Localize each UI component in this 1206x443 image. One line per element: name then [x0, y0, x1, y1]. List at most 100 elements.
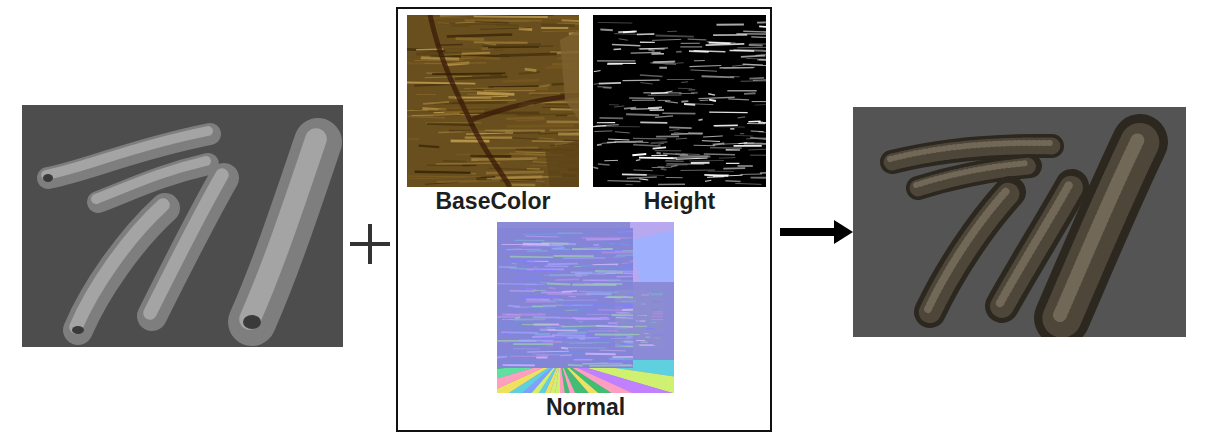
texture-streak [438, 22, 450, 24]
normal-streak [538, 313, 543, 314]
normal-streak [506, 314, 521, 316]
normal-streak [627, 294, 633, 295]
normal-streak [531, 279, 540, 281]
normal-streak [651, 322, 657, 323]
normal-streak [586, 293, 611, 296]
height-scratch [665, 91, 673, 92]
height-scratch [619, 39, 628, 40]
normal-streak [557, 341, 597, 343]
texture-streak [452, 25, 470, 26]
normal-streak [502, 244, 531, 245]
normal-streak [558, 300, 597, 301]
height-scratch [737, 47, 766, 49]
height-scratch [753, 79, 766, 80]
normal-streak [507, 362, 546, 363]
normal-streak [607, 237, 633, 239]
height-scratch [698, 119, 702, 121]
result-arrow [780, 220, 853, 244]
normal-streak [532, 306, 556, 308]
height-scratch [705, 180, 711, 181]
height-scratch [741, 56, 766, 57]
height-scratch [648, 94, 682, 95]
height-scratch [631, 108, 659, 110]
texture-streak [542, 30, 579, 32]
height-scratch [656, 35, 694, 36]
normal-streak [636, 340, 645, 341]
height-scratch [700, 100, 709, 102]
normal-streak [579, 291, 618, 293]
texture-streak [477, 93, 514, 94]
height-scratch [640, 121, 667, 123]
texture-streak [455, 77, 507, 79]
normal-streak [641, 342, 648, 343]
height-scratch [651, 53, 664, 55]
height-scratch [633, 145, 660, 146]
height-scratch [636, 160, 640, 161]
normal-streak [528, 310, 550, 311]
normal-streak [613, 256, 624, 257]
normal-streak [515, 278, 541, 280]
texture-map-tile: Normal [497, 222, 674, 420]
texture-streak [462, 102, 505, 103]
height-scratch [724, 67, 755, 69]
height-scratch [730, 128, 734, 129]
texture-streak [509, 183, 535, 186]
height-scratch [650, 109, 664, 111]
texture-streak [419, 146, 440, 147]
height-scratch [653, 61, 676, 64]
normal-streak [526, 236, 559, 238]
texture-map-tile: BaseColor [407, 15, 579, 214]
height-scratch [597, 87, 611, 88]
height-scratch [624, 108, 636, 109]
height-scratch [727, 90, 756, 91]
normal-streak [622, 326, 629, 327]
height-scratch [703, 136, 723, 137]
height-scratch [640, 41, 655, 43]
height-scratch [652, 39, 681, 40]
map-name-label: Height [593, 188, 766, 214]
texture-group-frame [397, 8, 771, 431]
height-scratch [708, 171, 734, 172]
normal-patch [630, 222, 674, 282]
height-scratch [748, 148, 766, 150]
height-scratch [594, 83, 599, 85]
texture-streak [539, 138, 555, 139]
normal-streak [631, 334, 640, 335]
normal-streak [607, 267, 633, 269]
normal-region [497, 228, 633, 368]
texture-streak [407, 109, 438, 110]
height-scratch [734, 135, 753, 137]
normal-streak [547, 345, 553, 346]
height-scratch [740, 174, 762, 175]
normal-streak [622, 341, 633, 342]
normal-streak [544, 275, 585, 276]
height-scratch [689, 160, 724, 162]
normal-streak [565, 310, 577, 311]
height-scratch [694, 145, 716, 147]
normal-streak [652, 316, 663, 317]
normal-streak [599, 350, 625, 352]
normal-streak [503, 269, 521, 270]
height-scratch [691, 162, 710, 164]
height-scratch [639, 48, 665, 50]
textured-model-render [853, 107, 1186, 337]
normal-streak [545, 265, 569, 267]
height-scratch [740, 133, 744, 134]
height-scratch [667, 79, 694, 80]
height-scratch [719, 157, 735, 159]
normal-streak [522, 324, 551, 325]
texture-streak [516, 149, 543, 151]
render-background [853, 107, 1186, 337]
normal-streak [552, 247, 565, 249]
normal-streak [612, 356, 633, 358]
normal-streak [507, 249, 541, 251]
height-scratch [702, 140, 720, 142]
normal-streak [585, 330, 608, 331]
height-scratch [676, 138, 687, 140]
normal-streak [533, 266, 537, 268]
height-scratch [757, 21, 766, 24]
height-scratch [669, 126, 691, 129]
normal-streak [497, 354, 536, 356]
normal-streak [586, 309, 598, 311]
texture-smear [545, 140, 579, 187]
